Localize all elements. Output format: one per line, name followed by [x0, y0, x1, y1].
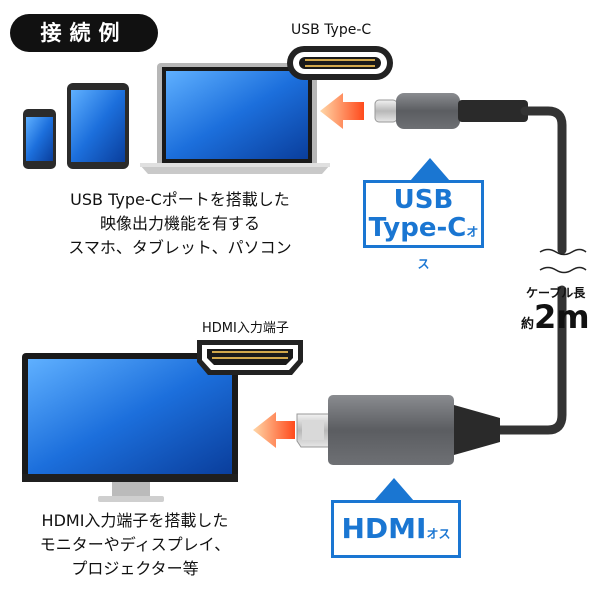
usb-callout: USB Type-Cオス: [363, 180, 484, 271]
usb-callout-type: Type-C: [368, 213, 467, 243]
usb-callout-line2: Type-Cオス: [366, 214, 481, 278]
usb-direction-arrow-icon: [320, 93, 364, 129]
bottom-description-line: HDMI入力端子を搭載した: [41, 511, 229, 530]
bottom-description-line: プロジェクター等: [71, 559, 199, 578]
top-description: USB Type-Cポートを搭載した 映像出力機能を有する スマホ、タブレット、…: [30, 188, 330, 260]
hdmi-direction-arrow-icon: [253, 412, 295, 448]
top-description-line: USB Type-Cポートを搭載した: [70, 190, 290, 209]
hdmi-callout: HDMIオス: [331, 500, 461, 558]
usb-callout-pointer-icon: [410, 158, 450, 181]
cable-length: 約2m: [521, 298, 590, 336]
cable-icon: [495, 106, 567, 435]
top-description-line: スマホ、タブレット、パソコン: [68, 238, 292, 257]
hdmi-callout-main: HDMI: [341, 512, 427, 545]
top-description-line: 映像出力機能を有する: [99, 214, 260, 233]
usb-c-port-icon: [287, 46, 393, 80]
laptop-icon: [140, 63, 330, 174]
cable-length-prefix: 約: [521, 317, 535, 332]
hdmi-plug-icon: [296, 395, 500, 465]
smartphone-icon: [23, 109, 56, 169]
usb-c-plug-icon: [374, 93, 528, 129]
hdmi-port-icon: [197, 340, 303, 375]
hdmi-callout-pointer-icon: [374, 478, 414, 501]
usb-port-label: USB Type-C: [291, 22, 372, 38]
bottom-description-line: モニターやディスプレイ、: [39, 535, 231, 554]
cable-length-label: ケーブル長: [526, 286, 586, 300]
hdmi-callout-suffix: オス: [426, 527, 451, 541]
bottom-description: HDMI入力端子を搭載した モニターやディスプレイ、 プロジェクター等: [30, 509, 240, 581]
usb-callout-suffix: オス: [417, 225, 479, 271]
usb-callout-line1: USB: [393, 185, 454, 215]
cable-break-icon: [539, 248, 587, 274]
cable-length-value: 2m: [534, 298, 590, 336]
monitor-icon: [22, 353, 238, 502]
tablet-icon: [67, 83, 129, 169]
hdmi-port-label: HDMI入力端子: [202, 321, 289, 336]
title-badge: 接続例: [10, 14, 158, 52]
